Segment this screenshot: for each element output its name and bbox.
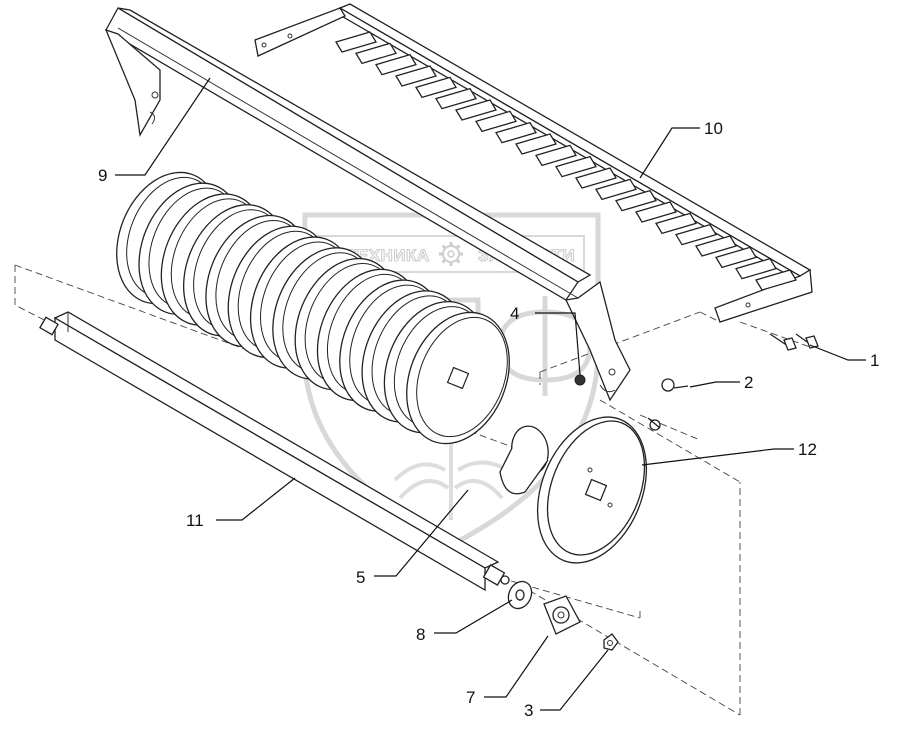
nut <box>574 374 586 386</box>
comb-tooth <box>655 212 697 235</box>
bushing <box>499 425 549 495</box>
square-shaft <box>39 311 510 592</box>
bolt <box>769 333 819 351</box>
gear-icon <box>439 242 463 266</box>
bearing-flange <box>543 595 581 635</box>
comb-tooth <box>435 87 477 110</box>
comb-tooth <box>575 167 617 189</box>
comb-tooth <box>695 235 737 257</box>
part-label-8: 8 <box>416 625 425 644</box>
part-label-4: 4 <box>510 304 519 323</box>
comb-tooth <box>455 99 497 121</box>
part-label-1: 1 <box>870 351 879 370</box>
comb-tooth <box>335 31 377 53</box>
comb-tooth <box>515 133 557 155</box>
end-disc <box>536 416 648 564</box>
disc-roller-stack <box>116 171 510 445</box>
comb-tooth <box>475 110 517 133</box>
comb-tooth <box>735 257 777 280</box>
comb-tooth <box>495 121 537 144</box>
comb-tooth <box>755 269 797 291</box>
comb-tooth <box>595 178 637 201</box>
part-label-5: 5 <box>356 568 365 587</box>
washer <box>507 580 533 610</box>
comb-tooth <box>535 144 577 167</box>
part-label-2: 2 <box>744 373 753 392</box>
frame-beam <box>104 7 631 402</box>
bolt <box>647 378 689 431</box>
comb-tooth <box>635 201 677 223</box>
part-label-10: 10 <box>704 119 723 138</box>
part-label-11: 11 <box>186 511 204 530</box>
part-label-9: 9 <box>98 166 107 185</box>
comb-tooth <box>715 246 757 269</box>
scraper-comb-bar <box>254 3 813 323</box>
callouts: 9 10 4 1 2 12 11 5 8 7 3 <box>98 77 879 720</box>
lock-nut <box>603 633 619 651</box>
part-label-12: 12 <box>798 440 817 459</box>
comb-tooth <box>415 76 457 99</box>
comb-tooth <box>355 42 397 65</box>
comb-tooth <box>615 189 657 212</box>
comb-tooth <box>555 155 597 178</box>
comb-tooth <box>675 223 717 246</box>
comb-teeth <box>335 31 797 291</box>
watermark-wheat <box>393 430 509 520</box>
roller-disc <box>406 311 510 445</box>
part-label-7: 7 <box>466 688 475 707</box>
part-label-3: 3 <box>524 701 533 720</box>
comb-tooth <box>375 53 417 76</box>
hardware <box>507 333 819 651</box>
comb-tooth <box>395 65 437 87</box>
assembly-guides <box>14 264 811 716</box>
